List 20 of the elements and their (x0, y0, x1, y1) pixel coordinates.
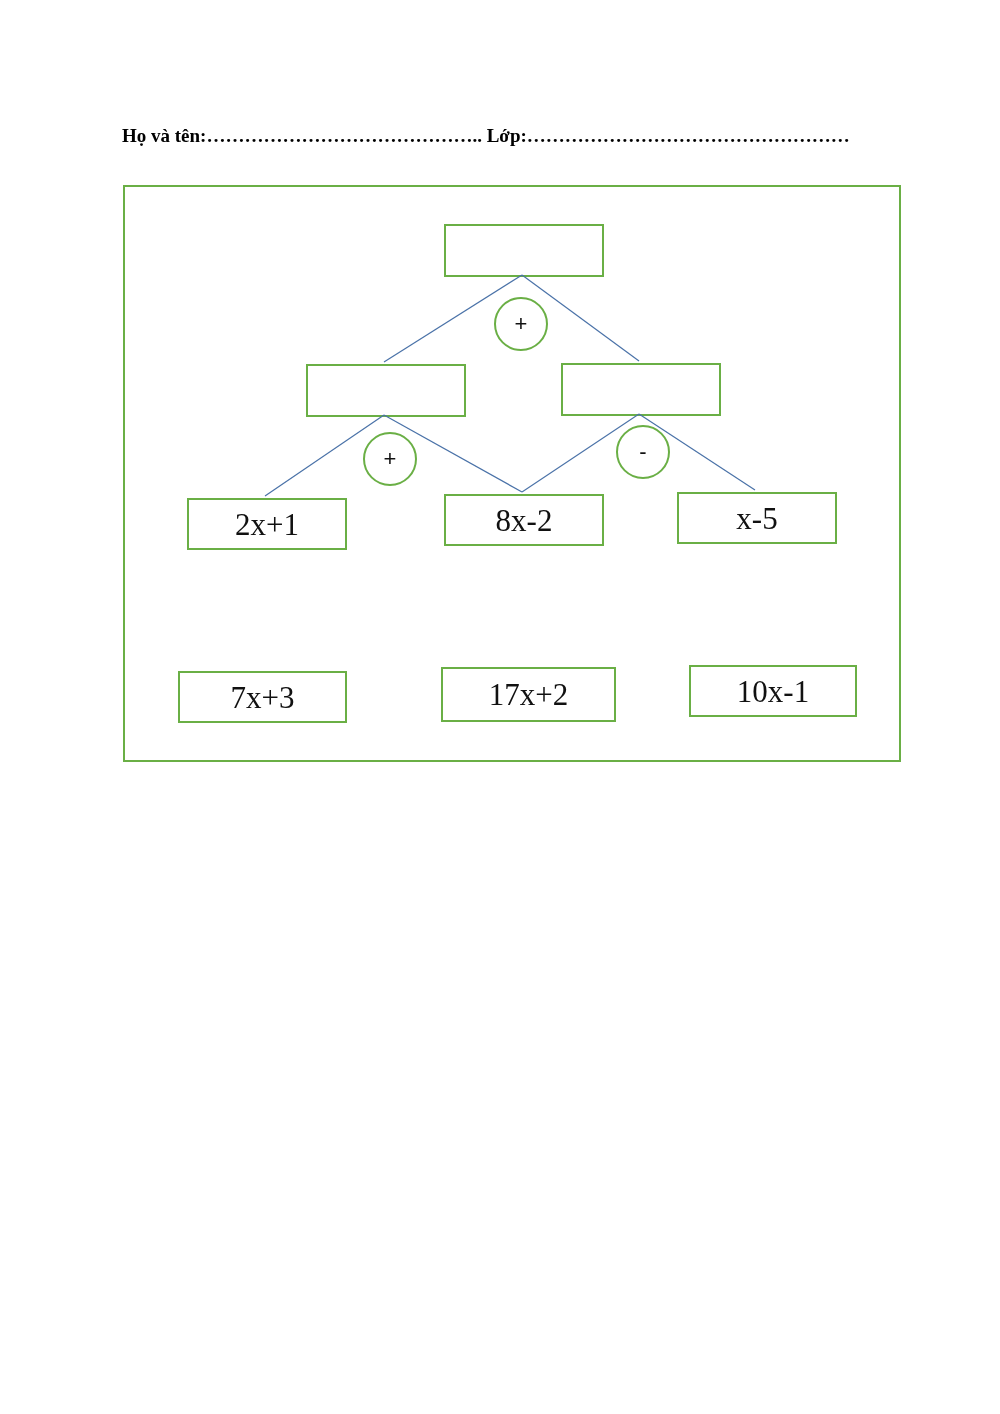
operator-circle: + (363, 432, 417, 486)
expression-box: 7x+3 (178, 671, 347, 723)
answer-box (561, 363, 721, 416)
connector-line (521, 413, 640, 493)
answer-box (306, 364, 466, 417)
expression-box: x-5 (677, 492, 837, 544)
connector-line (521, 274, 640, 362)
expression-box: 10x-1 (689, 665, 857, 717)
operator-circle: + (494, 297, 548, 351)
connector-line (383, 274, 523, 363)
expression-box: 17x+2 (441, 667, 616, 722)
operator-circle: - (616, 425, 670, 479)
expression-box: 8x-2 (444, 494, 604, 546)
connector-line (383, 414, 523, 493)
connector-line (264, 414, 385, 497)
name-and-class-line: Họ và tên:…………………………………….. Lớp:…………………………………………… (122, 125, 850, 147)
expression-box: 2x+1 (187, 498, 347, 550)
answer-box (444, 224, 604, 277)
connector-line (638, 413, 756, 491)
frame-border (123, 185, 901, 762)
